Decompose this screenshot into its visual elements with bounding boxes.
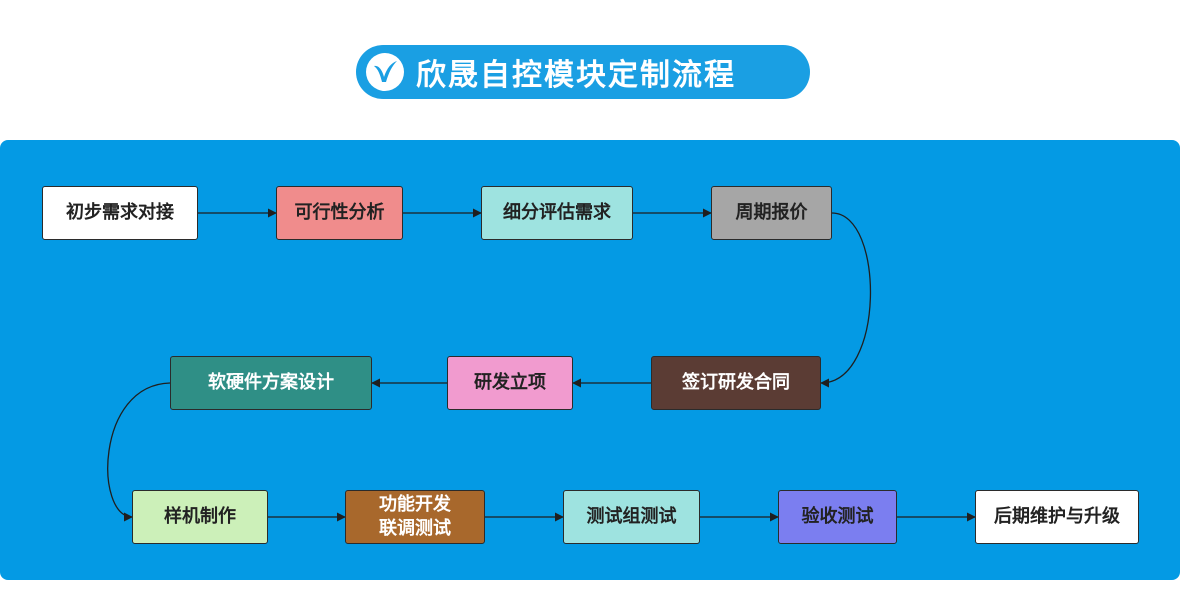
node-label: 软硬件方案设计 — [208, 372, 334, 393]
node-schedule-quote: 周期报价 — [711, 186, 832, 240]
node-label: 样机制作 — [164, 506, 236, 527]
node-prototype: 样机制作 — [132, 490, 268, 544]
node-label: 周期报价 — [735, 202, 808, 223]
title-banner: 欣晟自控模块定制流程 — [356, 45, 810, 99]
leaf-check-logo-icon — [366, 53, 404, 91]
node-project-initiation: 研发立项 — [447, 356, 573, 410]
node-solution-design: 软硬件方案设计 — [170, 356, 372, 410]
node-label-line2: 联调测试 — [379, 518, 451, 539]
node-label: 研发立项 — [474, 372, 546, 393]
node-sign-contract: 签订研发合同 — [651, 356, 821, 410]
node-label: 初步需求对接 — [66, 202, 174, 223]
node-label: 签订研发合同 — [682, 372, 790, 393]
node-maintenance-upgrade: 后期维护与升级 — [975, 490, 1139, 544]
node-initial-requirements: 初步需求对接 — [42, 186, 198, 240]
node-feasibility-analysis: 可行性分析 — [276, 186, 403, 240]
node-acceptance-testing: 验收测试 — [778, 490, 897, 544]
node-label: 验收测试 — [801, 506, 874, 527]
node-detailed-assessment: 细分评估需求 — [481, 186, 633, 240]
node-label: 可行性分析 — [294, 202, 385, 223]
node-label: 后期维护与升级 — [994, 506, 1120, 527]
node-label: 测试组测试 — [586, 506, 677, 527]
node-label-line1: 功能开发 — [379, 494, 451, 515]
node-qa-testing: 测试组测试 — [563, 490, 700, 544]
node-label: 细分评估需求 — [503, 202, 611, 223]
node-function-development: 功能开发 联调测试 — [345, 490, 485, 544]
page-title: 欣晟自控模块定制流程 — [416, 58, 736, 93]
